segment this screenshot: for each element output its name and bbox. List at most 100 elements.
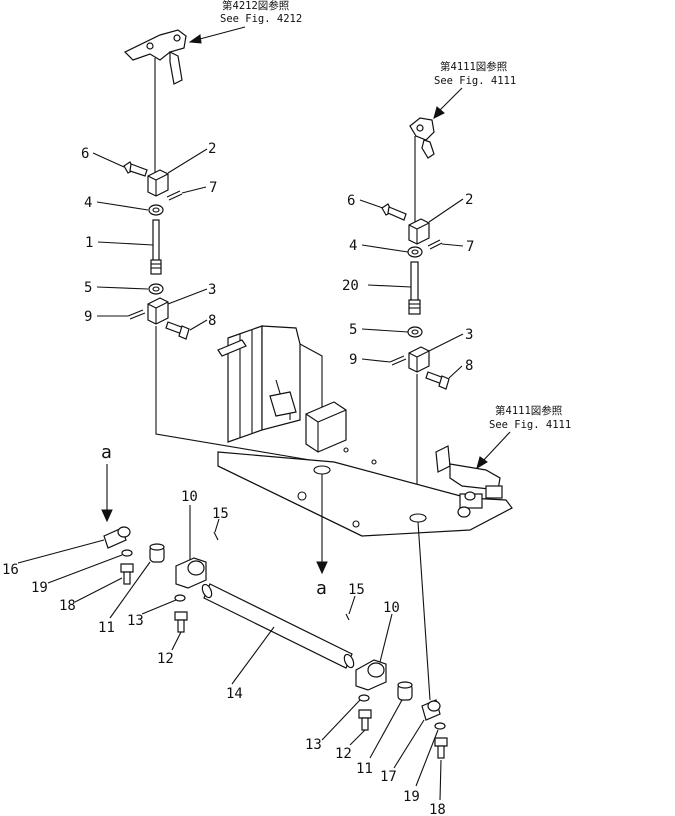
bracket-part-16 (103, 526, 131, 549)
label-9: 9 (349, 352, 357, 368)
bracket-part-17 (421, 699, 441, 721)
label-7: 7 (209, 180, 217, 196)
ref-en-text: See Fig. 4111 (489, 419, 571, 431)
label-20: 20 (342, 278, 359, 294)
left-cotter-part-7 (166, 190, 183, 201)
arrow-head (433, 106, 445, 119)
leader-line (481, 431, 511, 463)
left-pin-part-8 (165, 321, 190, 340)
bolt-part-12a (174, 611, 188, 633)
label-4: 4 (84, 195, 92, 211)
label-2: 2 (208, 141, 216, 157)
ref-fig-4212-top-left: 第4212図参照 See Fig. 4212 (188, 0, 302, 44)
label-17: 17 (380, 769, 397, 785)
right-yoke-part-2 (408, 218, 430, 245)
right-mount (435, 445, 503, 518)
right-lower-routing-line (417, 521, 431, 701)
right-cotter-part-7 (427, 239, 443, 250)
right-cotter-part-9 (389, 355, 407, 366)
label-10: 10 (383, 600, 400, 616)
label-3: 3 (208, 282, 216, 298)
arrow-head (188, 34, 202, 44)
label-11: 11 (98, 620, 115, 636)
bushing-part-11b (397, 681, 413, 701)
label-14: 14 (226, 686, 243, 702)
label-6: 6 (81, 146, 89, 162)
center-mount (305, 401, 347, 453)
label-12: 12 (157, 651, 174, 667)
label-13: 13 (127, 613, 144, 629)
right-rod-part-20 (408, 261, 421, 315)
label-10: 10 (181, 489, 198, 505)
right-nut-part-4 (407, 246, 423, 258)
label-4: 4 (349, 238, 357, 254)
ref-en-text: See Fig. 4111 (434, 75, 516, 87)
left-nut-part-4 (148, 204, 164, 216)
washer-part-13a (174, 594, 186, 602)
clamp-part-10b (355, 659, 387, 691)
left-pin-part-6 (123, 161, 148, 177)
left-lever-bracket (123, 29, 187, 85)
label-3: 3 (465, 327, 473, 343)
label-6: 6 (347, 193, 355, 209)
label-19: 19 (31, 580, 48, 596)
ref-fig-4111-top-right: 第4111図参照 See Fig. 4111 (433, 60, 516, 119)
washer-part-19b (434, 722, 446, 730)
label-5: 5 (84, 280, 92, 296)
label-7: 7 (466, 239, 474, 255)
label-2: 2 (465, 192, 473, 208)
label-19: 19 (403, 789, 420, 805)
washer-part-19a (121, 549, 133, 557)
bolt-part-18a (120, 563, 134, 585)
left-yoke-part-3 (147, 297, 169, 325)
ref-jp-text: 第4111図参照 (495, 404, 563, 417)
ref-fig-4111-mid-right: 第4111図参照 See Fig. 4111 (476, 404, 571, 470)
shaft-part-14 (201, 583, 355, 669)
clamp-part-10a (175, 557, 207, 589)
leader-line (437, 87, 463, 113)
ref-jp-text: 第4212図参照 (222, 0, 290, 12)
right-lever-bracket (409, 117, 435, 159)
part-labels: 6 2 4 7 1 5 9 3 8 6 2 4 7 20 5 3 9 8 10 … (2, 141, 474, 816)
left-routing-line (155, 326, 323, 463)
left-cotter-part-9 (127, 309, 146, 320)
section-marker-a-top: a (101, 442, 113, 523)
label-18: 18 (59, 598, 76, 614)
label-1: 1 (85, 235, 93, 251)
label-5: 5 (349, 322, 357, 338)
section-marker-a-center: a (316, 474, 328, 599)
pin-part-15b (345, 613, 350, 621)
label-11: 11 (356, 761, 373, 777)
bolt-part-18b (434, 737, 448, 759)
label-15: 15 (212, 506, 229, 522)
pin-part-15a (213, 531, 219, 541)
bolt-part-12b (358, 709, 372, 731)
label-12: 12 (335, 746, 352, 762)
label-18: 18 (429, 802, 446, 816)
right-nut-part-5 (407, 326, 423, 338)
label-8: 8 (465, 358, 473, 374)
label-15: 15 (348, 582, 365, 598)
label-13: 13 (305, 737, 322, 753)
bushing-part-11a (149, 543, 165, 563)
leader-line (195, 26, 246, 41)
right-pin-part-8 (425, 371, 450, 390)
left-nut-part-5 (148, 283, 164, 295)
right-pin-part-6 (381, 203, 407, 221)
arrow-head (476, 456, 488, 470)
vertical-bracket (217, 325, 323, 443)
marker-text: a (316, 578, 327, 599)
base-plate (217, 447, 513, 537)
marker-text: a (101, 442, 112, 463)
left-yoke-part-2 (147, 169, 169, 197)
ref-en-text: See Fig. 4212 (220, 13, 302, 25)
leader-lines (17, 148, 464, 801)
right-yoke-part-3 (408, 346, 430, 373)
left-rod-part-1 (150, 219, 162, 275)
ref-jp-text: 第4111図参照 (440, 60, 508, 73)
label-16: 16 (2, 562, 19, 578)
label-9: 9 (84, 309, 92, 325)
label-8: 8 (208, 313, 216, 329)
washer-part-13b (358, 694, 370, 702)
